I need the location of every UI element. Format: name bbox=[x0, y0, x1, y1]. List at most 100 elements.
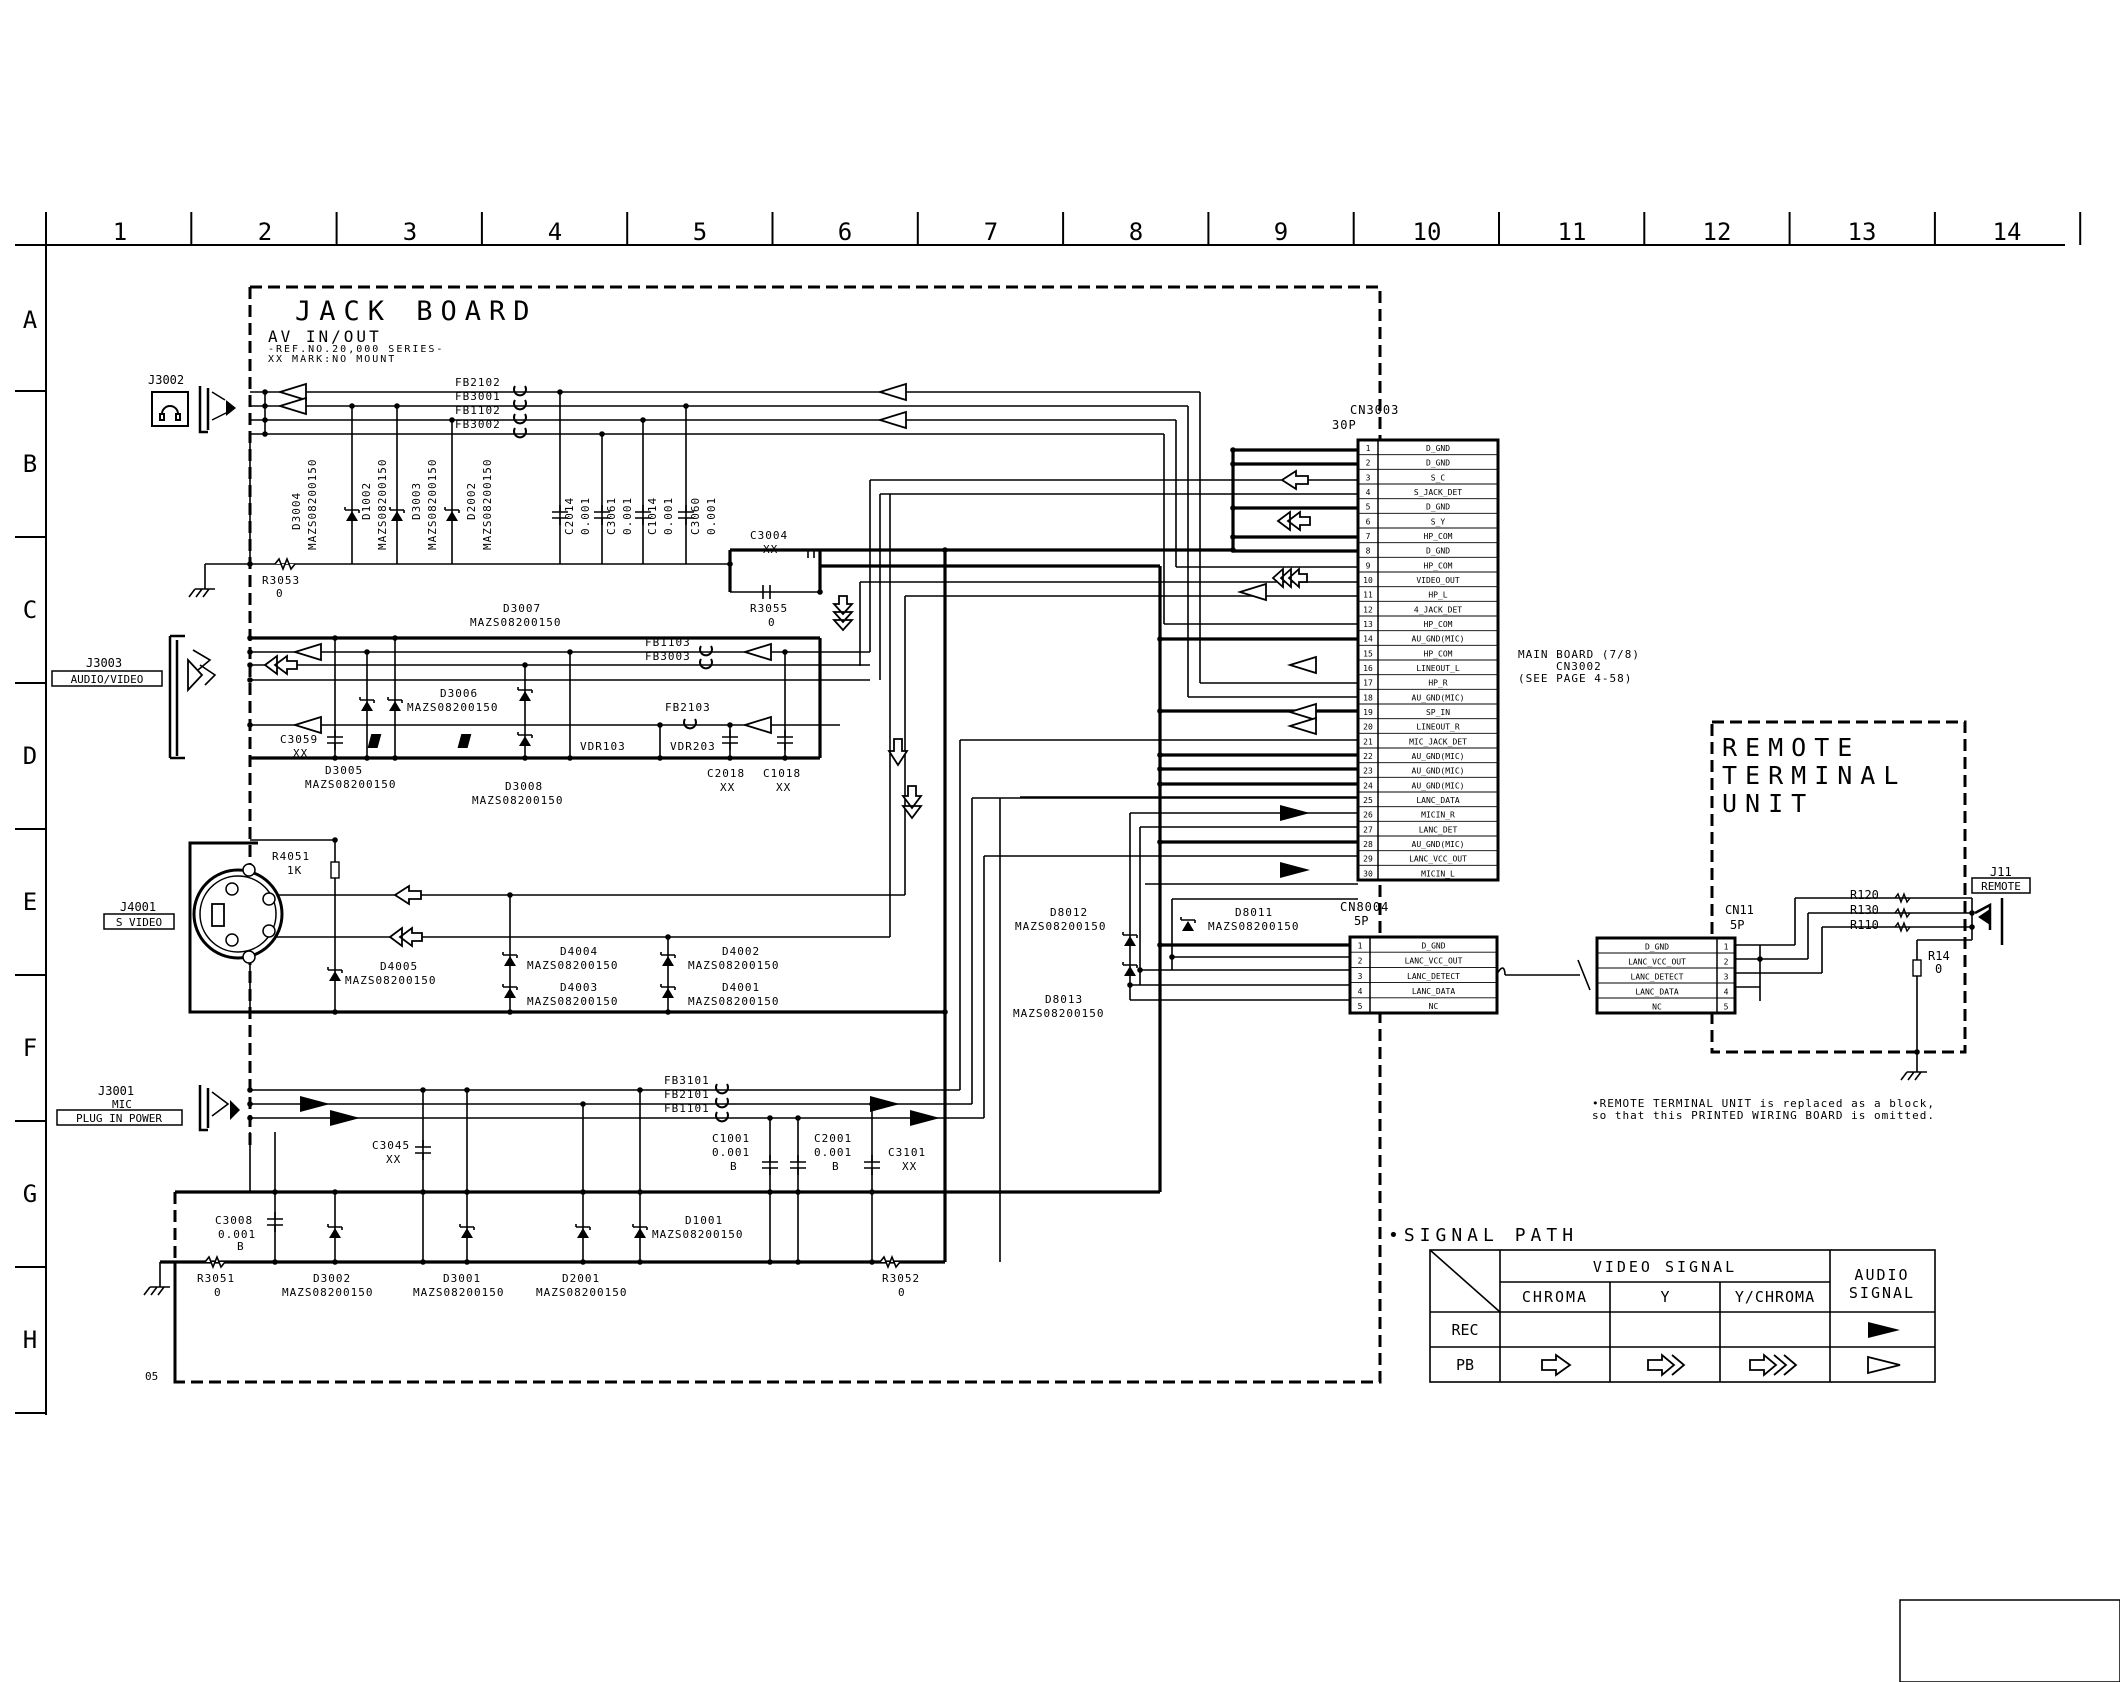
r3053-ref: R3053 bbox=[262, 574, 300, 587]
d3008-ref: D3008 bbox=[505, 780, 543, 793]
d4005-value: MAZS08200150 bbox=[345, 974, 436, 987]
cn3003-pin-name: HP_COM bbox=[1424, 532, 1453, 541]
c1001-ref: C1001 bbox=[712, 1132, 750, 1145]
junction-dot bbox=[1157, 752, 1163, 758]
junction-dot bbox=[580, 1189, 586, 1195]
c3008-ref: C3008 bbox=[215, 1214, 253, 1227]
cn3003-pin-number: 23 bbox=[1363, 767, 1373, 776]
row-label: F bbox=[23, 1034, 37, 1062]
cn3003-pin-name: D_GND bbox=[1426, 444, 1450, 453]
junction-dot bbox=[637, 1259, 643, 1265]
junction-dot bbox=[349, 403, 355, 409]
row-label: A bbox=[23, 306, 38, 334]
cn3003-pin-name: D_GND bbox=[1426, 547, 1450, 556]
c3008-type: B bbox=[237, 1240, 245, 1253]
remote-note-1: •REMOTE TERMINAL UNIT is replaced as a b… bbox=[1592, 1097, 1935, 1110]
c3059-value: XX bbox=[293, 747, 308, 760]
c3101-ref: C3101 bbox=[888, 1146, 926, 1159]
cn8004-pin-number: 4 bbox=[1358, 987, 1363, 996]
column-label: 10 bbox=[1413, 218, 1442, 246]
j3001-name-2: PLUG IN POWER bbox=[76, 1112, 162, 1125]
cn3003-pin-name: S_C bbox=[1431, 473, 1446, 482]
cn11-ref: CN11 bbox=[1725, 903, 1754, 917]
j3003-name: AUDIO/VIDEO bbox=[71, 673, 144, 686]
junction-dot bbox=[782, 755, 788, 761]
r130-label: R130 bbox=[1850, 903, 1879, 917]
junction-dot bbox=[247, 722, 253, 728]
junction-dot bbox=[637, 1087, 643, 1093]
c2014-ref: C2014 bbox=[563, 497, 576, 535]
junction-dot bbox=[392, 755, 398, 761]
r4051-value: 1K bbox=[287, 864, 302, 877]
junction-dot bbox=[420, 1189, 426, 1195]
junction-dot bbox=[507, 1009, 513, 1015]
junction-dot bbox=[1969, 924, 1975, 930]
j3001-ref: J3001 bbox=[98, 1084, 134, 1098]
d3007-value: MAZS08200150 bbox=[470, 616, 561, 629]
junction-dot bbox=[420, 1259, 426, 1265]
cn11-pin-number: 2 bbox=[1724, 957, 1729, 966]
cn3003-pin-name: LANC_DATA bbox=[1416, 796, 1460, 805]
junction-dot bbox=[247, 1115, 253, 1121]
cn3003-pin-name: D_GND bbox=[1426, 503, 1450, 512]
junction-dot bbox=[1230, 534, 1236, 540]
junction-dot bbox=[1230, 447, 1236, 453]
r3055-value: 0 bbox=[768, 616, 776, 629]
row-label: C bbox=[23, 596, 37, 624]
c3061-ref: C3061 bbox=[605, 497, 618, 535]
junction-dot bbox=[1157, 636, 1163, 642]
cn3003-pin-number: 3 bbox=[1366, 473, 1371, 482]
cn3003-pin-name: MICIN_R bbox=[1421, 811, 1455, 820]
cn3003-pin-name: LINEOUT_R bbox=[1416, 723, 1460, 732]
cn3003-pin-number: 7 bbox=[1366, 532, 1371, 541]
d3003-ref: D3003 bbox=[410, 482, 423, 520]
junction-dot bbox=[767, 1189, 773, 1195]
legend-rec: REC bbox=[1451, 1321, 1478, 1339]
cn3003-pin-number: 16 bbox=[1363, 664, 1373, 673]
c1001-type: B bbox=[730, 1160, 738, 1173]
c2018-value: XX bbox=[720, 781, 735, 794]
cn3003-pin-number: 2 bbox=[1366, 459, 1371, 468]
cn8004-pin-number: 1 bbox=[1358, 941, 1363, 950]
junction-dot bbox=[942, 547, 948, 553]
row-label: H bbox=[23, 1326, 37, 1354]
junction-dot bbox=[464, 1259, 470, 1265]
jack-j4001: J4001 S VIDEO bbox=[103, 841, 284, 1014]
cn8004-pin-name: LANC_DETECT bbox=[1407, 972, 1460, 981]
cn3003-ref: CN3003 bbox=[1350, 403, 1399, 417]
cn3003-pin-name: HP_R bbox=[1428, 679, 1447, 688]
cn3003-pin-number: 13 bbox=[1363, 620, 1373, 629]
d3001-value: MAZS08200150 bbox=[413, 1286, 504, 1299]
remote-title-3: UNIT bbox=[1722, 789, 1814, 818]
column-label: 5 bbox=[693, 218, 707, 246]
junction-dot bbox=[1157, 766, 1163, 772]
cn3003-pin-name: S_JACK_DET bbox=[1414, 488, 1462, 497]
c1014-value: 0.001 bbox=[662, 497, 675, 535]
r14-value: 0 bbox=[1935, 962, 1942, 976]
d3005-ref: D3005 bbox=[325, 764, 363, 777]
c2001-type: B bbox=[832, 1160, 840, 1173]
junction-dot bbox=[247, 662, 253, 668]
j4001-ref: J4001 bbox=[120, 900, 156, 914]
d8011-value: MAZS08200150 bbox=[1208, 920, 1299, 933]
cn3003-pins: 30P bbox=[1332, 418, 1357, 432]
main-board-note: MAIN BOARD (7/8) CN3002 (SEE PAGE 4-58) bbox=[1518, 648, 1640, 685]
junction-dot bbox=[1757, 956, 1763, 962]
junction-dot bbox=[580, 1101, 586, 1107]
cn3003-pin-name: D_GND bbox=[1426, 459, 1450, 468]
junction-dots bbox=[247, 389, 1975, 1265]
row-label: B bbox=[23, 450, 37, 478]
cn11-pin-name: NC bbox=[1652, 1002, 1662, 1011]
headphone-icon bbox=[159, 405, 181, 421]
d4004-value: MAZS08200150 bbox=[527, 959, 618, 972]
junction-dot bbox=[795, 1259, 801, 1265]
column-label: 11 bbox=[1558, 218, 1587, 246]
junction-dot bbox=[640, 417, 646, 423]
junction-dot bbox=[567, 755, 573, 761]
junction-dot bbox=[869, 1189, 875, 1195]
main-board-line1: MAIN BOARD (7/8) bbox=[1518, 648, 1640, 661]
r3053-value: 0 bbox=[276, 587, 284, 600]
d2002-value: MAZS08200150 bbox=[481, 459, 494, 550]
cn11-pin-name: LANC_DATA bbox=[1635, 987, 1679, 996]
